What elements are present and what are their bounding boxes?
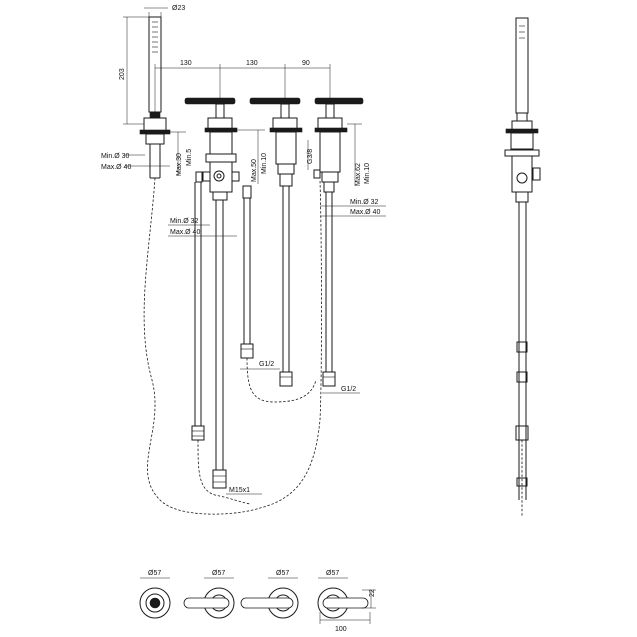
dim-spacing-3: 90 (302, 60, 310, 67)
dim-spacing-1: 130 (180, 60, 192, 67)
dim-max-50: Max.50 (251, 159, 258, 182)
dim-top-d57-1: Ø57 (148, 570, 161, 577)
dim-top-100: 100 (335, 626, 347, 633)
dim-spacing-2: 130 (246, 60, 258, 67)
dim-g38: G3/8 (307, 149, 314, 164)
dim-min-10-b: Min.10 (364, 163, 371, 184)
dim-g12-a: G1/2 (259, 361, 274, 368)
dim-top-22: 22 (369, 589, 376, 597)
dim-min-diameter-30: Min.Ø 30 (101, 153, 130, 160)
dim-max-diameter-40-c: Max.Ø 40 (350, 209, 380, 216)
dim-max-30: Max.30 (176, 153, 183, 176)
dim-min-diameter-32-b: Min.Ø 32 (350, 199, 379, 206)
front-view-dims: Min.Ø 30 Max.Ø 40 Max.30 Min.5 Max.50 Mi… (101, 123, 386, 495)
dim-min-10-a: Min.10 (261, 153, 268, 174)
front-view: Ø23 203 130 130 90 (101, 5, 386, 515)
dashed-hose-paths (143, 177, 322, 515)
top-view: Ø57 Ø57 Ø57 Ø57 22 100 (139, 570, 376, 633)
dim-min-diameter-32-a: Min.Ø 32 (170, 218, 199, 225)
dim-handshower-height: 203 (119, 68, 126, 80)
valve-body-2 (249, 97, 303, 187)
handshower-dims: Ø23 203 (119, 5, 185, 125)
dim-m15x1: M15x1 (229, 487, 250, 494)
dim-max-62: Max.62 (355, 163, 362, 186)
dim-top-d57-4: Ø57 (326, 570, 339, 577)
dim-g12-b: G1/2 (341, 386, 356, 393)
valve-body-3 (313, 97, 364, 183)
dim-max-diameter-40-a: Max.Ø 40 (101, 164, 131, 171)
side-view (504, 17, 541, 516)
spacing-dims: 130 130 90 (154, 60, 331, 112)
dim-top-d57-2: Ø57 (212, 570, 225, 577)
valve-body-1 (184, 97, 240, 201)
dim-top-d57-3: Ø57 (276, 570, 289, 577)
dim-handshower-diameter: Ø23 (172, 5, 185, 12)
dim-min-5: Min.5 (186, 149, 193, 166)
dim-max-diameter-40-b: Max.Ø 40 (170, 229, 200, 236)
flexible-hoses (191, 171, 336, 489)
